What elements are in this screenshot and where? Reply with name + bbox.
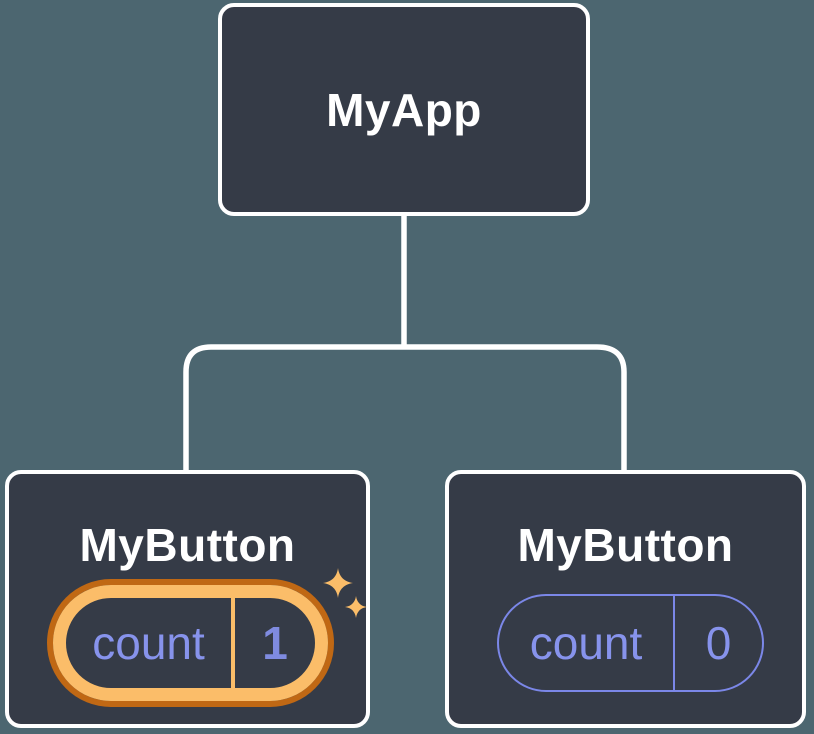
sparkle-large-icon [323, 568, 353, 598]
pill-divider [673, 596, 675, 690]
child-component-node-highlighted: MyButton count 1 [5, 470, 370, 728]
root-node-label: MyApp [326, 83, 482, 136]
connector-branch [183, 344, 627, 471]
state-value-label: 1 [262, 617, 288, 669]
child-component-node: MyButton count 0 [445, 470, 806, 728]
state-name-cell: count [499, 596, 673, 690]
state-value-cell: 1 [235, 598, 315, 688]
state-pill: count 0 [497, 594, 764, 692]
state-name-label: count [529, 617, 643, 669]
sparkle-small-icon [345, 596, 367, 618]
state-value-label: 0 [705, 617, 732, 669]
root-component-node: MyApp [218, 3, 590, 216]
child-node-label: MyButton [517, 519, 734, 571]
child-node-label: MyButton [79, 519, 296, 571]
state-pill-highlighted: count 1 [53, 585, 328, 701]
state-value-cell: 0 [675, 596, 762, 690]
state-name-cell: count [66, 598, 231, 688]
state-name-label: count [92, 617, 205, 669]
pill-divider [231, 598, 235, 688]
